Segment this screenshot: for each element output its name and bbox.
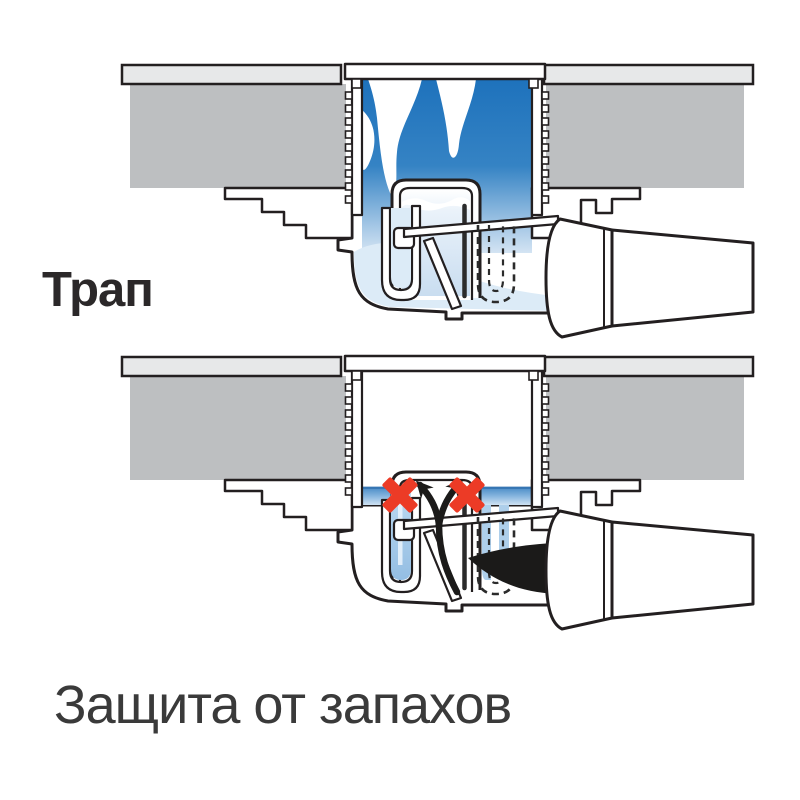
trap-label: Трап: [42, 263, 154, 317]
odor-cloud: [468, 543, 556, 594]
odor-protection-label: Защита от запахов: [54, 675, 512, 735]
bottom-diagram: [120, 354, 755, 631]
floor-slabs: [120, 355, 755, 482]
top-diagram: [120, 62, 755, 339]
outlet-pipe: [544, 509, 755, 631]
outlet-pipe: [544, 217, 755, 339]
